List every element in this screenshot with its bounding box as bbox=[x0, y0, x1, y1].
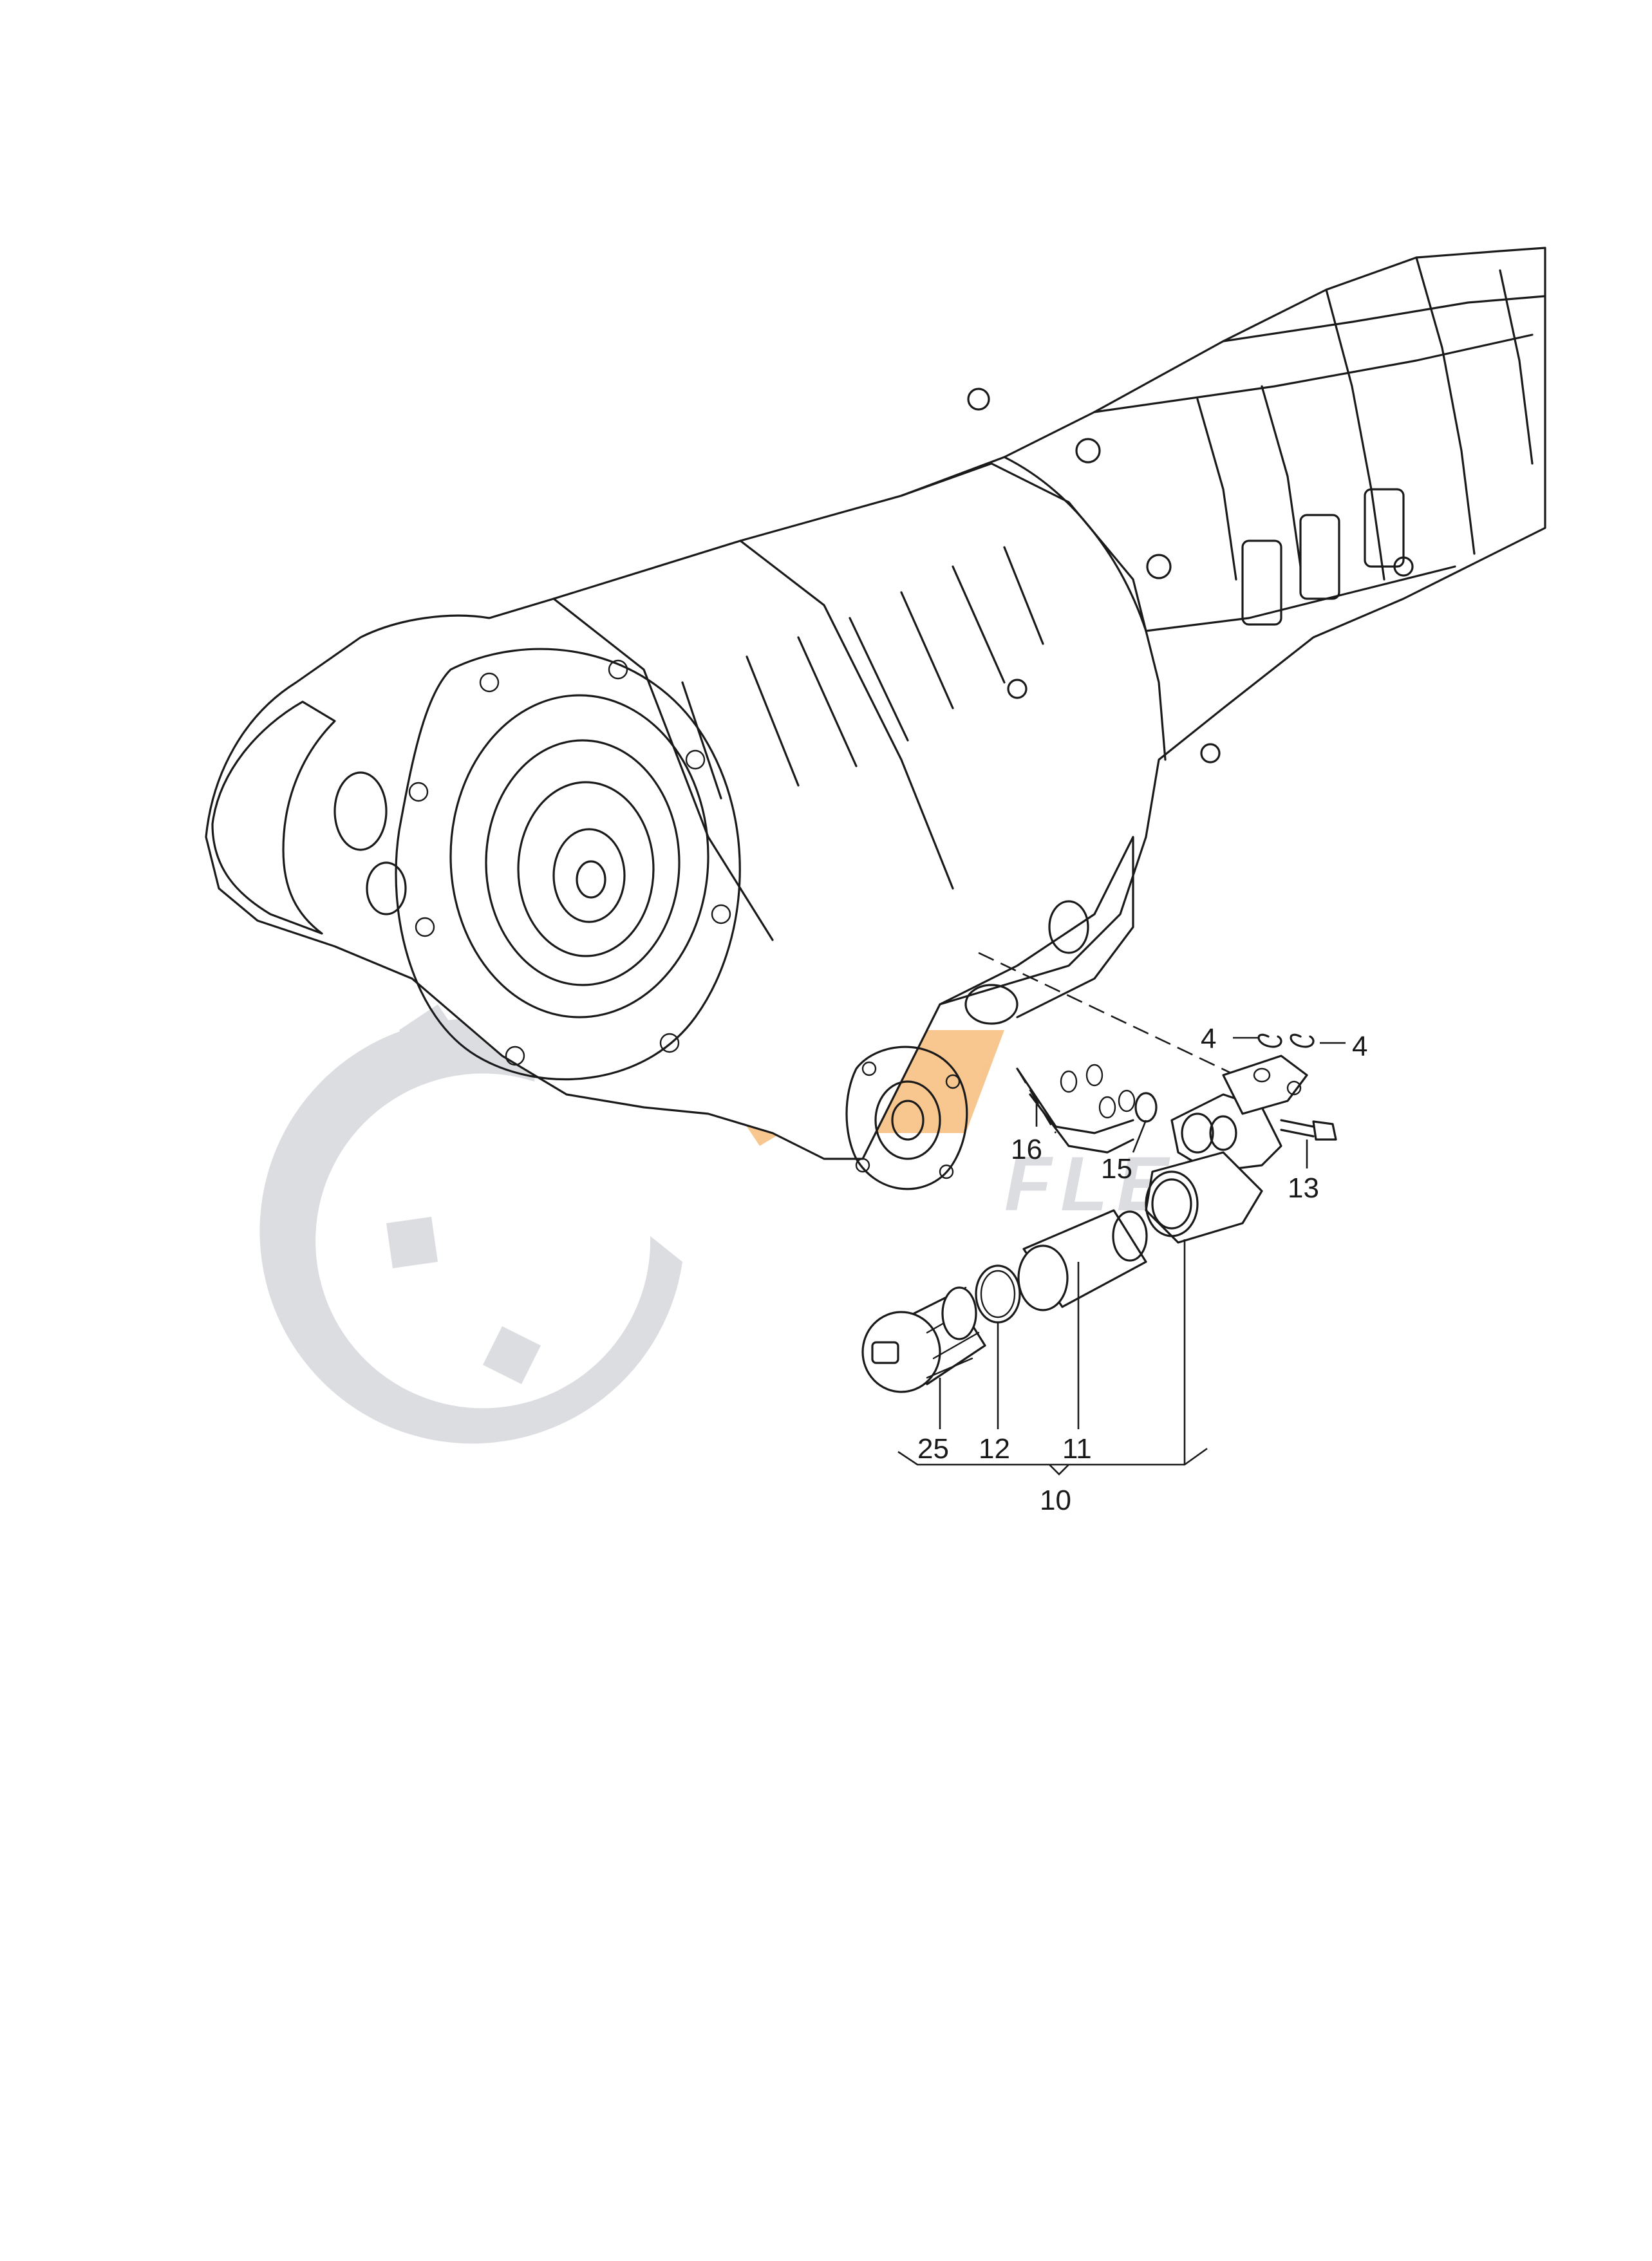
callout-16: 16 bbox=[1011, 1134, 1042, 1165]
pan-port bbox=[1048, 900, 1089, 954]
flange-bolt bbox=[659, 1033, 680, 1053]
housing-outline bbox=[205, 247, 1546, 1160]
bolt-boss bbox=[1146, 554, 1172, 579]
bracket-10 bbox=[897, 1447, 1208, 1466]
pipe-bracket bbox=[1016, 1064, 1136, 1154]
rear-window bbox=[1364, 488, 1405, 568]
callout-15: 15 bbox=[1101, 1153, 1132, 1185]
bellhousing-left bbox=[211, 700, 336, 935]
housing-ridge bbox=[552, 597, 774, 941]
torque-converter-flange bbox=[395, 648, 741, 1081]
oil-pan bbox=[939, 836, 1134, 1018]
bolt-boss bbox=[1393, 556, 1414, 577]
callout-13: 13 bbox=[1288, 1172, 1319, 1204]
transmission-housing bbox=[205, 247, 1546, 1190]
output-flange-inner bbox=[874, 1080, 941, 1160]
screw-cap bbox=[861, 1286, 986, 1393]
filter-cartridge bbox=[1017, 1209, 1148, 1311]
bolt-boss bbox=[1075, 438, 1101, 464]
gear-tooth bbox=[399, 1004, 464, 1069]
output-bolt bbox=[861, 1061, 877, 1076]
bolt-boss bbox=[967, 388, 990, 411]
leader-15 bbox=[1132, 1120, 1147, 1153]
output-flange bbox=[845, 1046, 968, 1190]
housing-ridge bbox=[739, 539, 954, 890]
rear-rib bbox=[1499, 269, 1534, 465]
callout-4b: 4 bbox=[1352, 1031, 1367, 1062]
circlip bbox=[1257, 1033, 1282, 1048]
callout-11: 11 bbox=[1062, 1433, 1092, 1465]
housing-ridge bbox=[1415, 256, 1476, 555]
flange-bolt bbox=[415, 917, 435, 937]
rear-window bbox=[1241, 539, 1282, 626]
flange-bolt bbox=[408, 782, 429, 802]
o-ring-large bbox=[975, 1264, 1021, 1324]
housing-ridge bbox=[1145, 565, 1456, 632]
rear-rib bbox=[1261, 385, 1302, 568]
output-flange-hub bbox=[891, 1100, 925, 1141]
circlip bbox=[1290, 1033, 1315, 1048]
callout-25: 25 bbox=[917, 1433, 949, 1465]
torque-converter-hub bbox=[552, 828, 626, 923]
flange-bolt bbox=[505, 1046, 525, 1066]
bolt-boss bbox=[1200, 743, 1221, 764]
o-ring-large-inner bbox=[980, 1270, 1016, 1318]
pan-port bbox=[964, 984, 1018, 1025]
input-seal bbox=[366, 861, 407, 915]
rear-window bbox=[1299, 514, 1340, 600]
housing-rib bbox=[797, 636, 858, 767]
gear-tooth bbox=[483, 1326, 541, 1384]
torque-converter-center bbox=[576, 860, 606, 899]
rear-rib bbox=[1196, 398, 1237, 581]
gear-tooth bbox=[386, 1217, 438, 1268]
output-bolt bbox=[939, 1164, 954, 1179]
callout-4a: 4 bbox=[1201, 1023, 1216, 1055]
torque-converter-ring bbox=[517, 781, 655, 957]
bracket-10-apex bbox=[1049, 1464, 1069, 1476]
o-ring-small bbox=[1134, 1092, 1158, 1123]
bolt-boss bbox=[1007, 679, 1028, 699]
input-seal bbox=[333, 771, 388, 851]
housing-rib bbox=[681, 681, 722, 800]
output-bolt bbox=[855, 1158, 870, 1173]
flange-bolt bbox=[479, 672, 500, 693]
housing-rib bbox=[849, 617, 909, 742]
filter-housing bbox=[1170, 1055, 1308, 1173]
housing-ridge bbox=[1093, 333, 1534, 413]
housing-ridge bbox=[1325, 288, 1385, 581]
output-bolt bbox=[945, 1074, 961, 1089]
flange-bolt bbox=[608, 659, 628, 680]
housing-rib bbox=[746, 655, 800, 787]
callout-12: 12 bbox=[979, 1433, 1010, 1465]
bolt bbox=[1280, 1119, 1337, 1141]
housing-rib bbox=[952, 565, 1006, 684]
torque-converter-outer bbox=[449, 694, 709, 1018]
assembly-dash-line bbox=[978, 952, 1250, 1083]
housing-ridge bbox=[1003, 456, 1147, 632]
callout-10: 10 bbox=[1040, 1485, 1071, 1516]
housing-rib bbox=[900, 591, 954, 709]
flange-bolt bbox=[711, 904, 731, 924]
flange-bolt bbox=[685, 749, 706, 770]
filter-bowl bbox=[1145, 1151, 1263, 1244]
torque-converter-ring bbox=[485, 739, 681, 986]
housing-rib bbox=[1003, 546, 1044, 645]
